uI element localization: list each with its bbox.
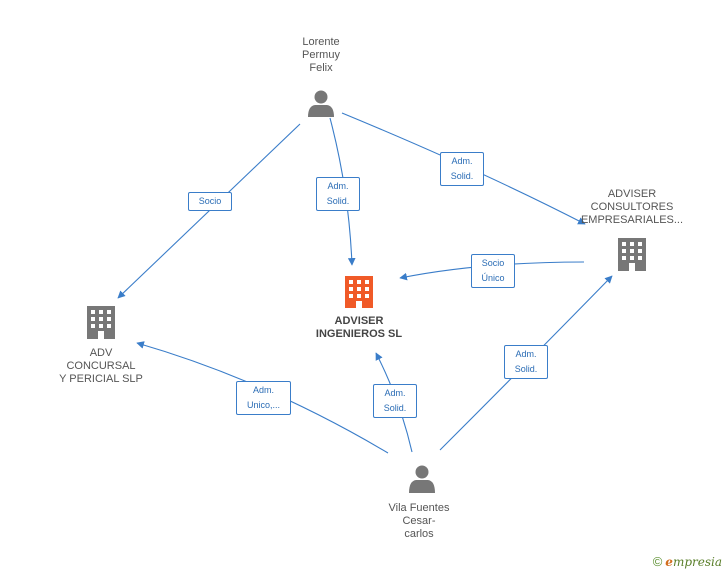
edge-label-socio: Socio <box>188 192 232 211</box>
edge-label-line: Adm. <box>327 181 349 191</box>
node-label-line: Vila Fuentes <box>388 502 450 514</box>
node-label-adviser-consultores[interactable]: ADVISER CONSULTORES EMPRESARIALES... <box>577 188 687 227</box>
brand-name: mpresia <box>672 555 722 569</box>
brand-initial: e <box>665 555 673 569</box>
empresia-logo: ©empresia <box>653 554 722 569</box>
edge-label-adm-solid: Adm. Solid. <box>504 345 548 379</box>
node-label-line: ADVISER <box>334 315 384 327</box>
node-label-line: Felix <box>309 62 333 74</box>
node-label-line: Lorente <box>302 36 340 48</box>
edge-label-line: Adm. <box>515 349 537 359</box>
node-label-vila-fuentes[interactable]: Vila Fuentes Cesar- carlos <box>369 502 469 541</box>
edge-label-line: Socio <box>481 258 505 268</box>
node-label-adv-concursal[interactable]: ADV CONCURSAL Y PERICIAL SLP <box>51 347 151 386</box>
building-icon <box>345 276 373 308</box>
node-label-line: EMPRESARIALES... <box>580 214 684 226</box>
edge-label-line: Unico,... <box>246 400 280 410</box>
node-label-line: carlos <box>404 528 434 540</box>
edge-label-line: Solid. <box>514 364 538 374</box>
edge-label-adm-unico: Adm. Unico,... <box>236 381 291 415</box>
edge-label-adm-solid: Adm. Solid. <box>373 384 417 418</box>
edge-label-line: Solid. <box>326 196 350 206</box>
edge-label-line: Único <box>481 273 505 283</box>
node-label-line: Cesar- <box>402 515 436 527</box>
building-icon <box>618 238 646 271</box>
copyright-icon: © <box>652 554 663 569</box>
node-label-line: CONSULTORES <box>590 201 674 213</box>
node-label-adviser-ingenieros[interactable]: ADVISER INGENIEROS SL <box>299 315 419 341</box>
node-label-line: Permuy <box>302 49 340 61</box>
node-label-line: Y PERICIAL SLP <box>59 373 143 385</box>
node-label-line: ADV <box>89 347 113 359</box>
edge-label-adm-solid: Adm. Solid. <box>440 152 484 186</box>
person-icon <box>409 465 435 493</box>
person-icon <box>308 90 334 117</box>
building-icon <box>87 306 115 339</box>
edge-label-line: Solid. <box>450 171 474 181</box>
node-label-line: INGENIEROS SL <box>315 328 403 340</box>
node-label-line: CONCURSAL <box>66 360 136 372</box>
edge-label-line: Solid. <box>383 403 407 413</box>
node-label-line: ADVISER <box>607 188 657 200</box>
edge-label-line: Adm. <box>451 156 473 166</box>
edge-label-line: Adm. <box>252 385 274 395</box>
edge-label-adm-solid: Adm. Solid. <box>316 177 360 211</box>
node-label-lorente-permuy-felix[interactable]: Lorente Permuy Felix <box>271 36 371 75</box>
edge-label-line: Adm. <box>384 388 406 398</box>
edge-lorente-to-adv-concursal <box>117 123 301 299</box>
edge-label-socio-unico: Socio Único <box>471 254 515 288</box>
edge-label-line: Socio <box>198 196 222 206</box>
